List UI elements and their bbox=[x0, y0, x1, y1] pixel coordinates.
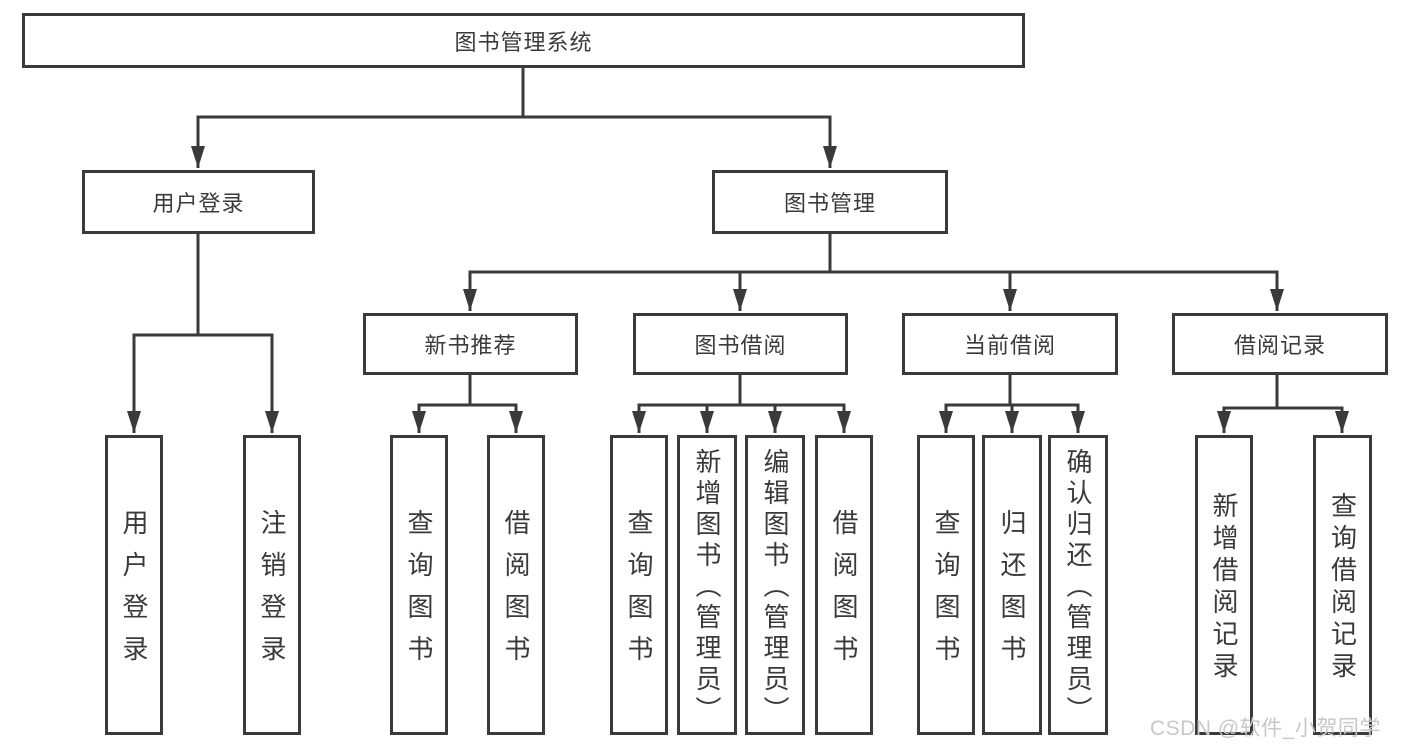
leaf-borrow-books-recommend: 借阅图书 bbox=[487, 435, 545, 735]
leaf-query-books-borrow-label: 查询图书 bbox=[624, 509, 654, 677]
node-borrow-records-label: 借阅记录 bbox=[1233, 333, 1326, 358]
node-library-management-system: 图书管理系统 bbox=[22, 13, 1025, 68]
node-current-borrow: 当前借阅 bbox=[902, 313, 1118, 375]
node-user-login: 用户登录 bbox=[82, 170, 315, 234]
leaf-add-book-admin: 新增图书（管理员） bbox=[677, 435, 737, 735]
leaf-add-book-admin-label: 新增图书（管理员） bbox=[692, 448, 722, 727]
node-current-borrow-label: 当前借阅 bbox=[963, 333, 1056, 358]
leaf-query-books-recommend-label: 查询图书 bbox=[404, 509, 434, 677]
leaf-query-books-current-label: 查询图书 bbox=[931, 509, 961, 677]
node-library-management-system-label: 图书管理系统 bbox=[454, 29, 593, 55]
node-book-management: 图书管理 bbox=[712, 170, 948, 234]
node-new-book-recommend-label: 新书推荐 bbox=[424, 333, 517, 358]
leaf-borrow-books-label: 借阅图书 bbox=[829, 509, 859, 677]
leaf-logout: 注销登录 bbox=[243, 435, 301, 735]
node-borrow-records: 借阅记录 bbox=[1172, 313, 1388, 375]
csdn-watermark: CSDN @软件_小贺同学 bbox=[1150, 717, 1381, 740]
connector-group bbox=[127, 66, 1349, 433]
leaf-edit-book-admin-label: 编辑图书（管理员） bbox=[760, 448, 790, 727]
leaf-query-borrow-record: 查询借阅记录 bbox=[1313, 435, 1372, 735]
leaf-edit-book-admin: 编辑图书（管理员） bbox=[745, 435, 805, 735]
leaf-confirm-return-admin-label: 确认归还（管理员） bbox=[1063, 448, 1093, 727]
node-book-management-label: 图书管理 bbox=[783, 191, 876, 216]
leaf-logout-label: 注销登录 bbox=[257, 509, 287, 677]
node-book-borrow-label: 图书借阅 bbox=[694, 333, 787, 358]
node-book-borrow: 图书借阅 bbox=[633, 313, 848, 375]
leaf-query-books-recommend: 查询图书 bbox=[390, 435, 448, 735]
leaf-add-borrow-record-label: 新增借阅记录 bbox=[1209, 492, 1239, 684]
leaf-add-borrow-record: 新增借阅记录 bbox=[1195, 435, 1253, 735]
leaf-borrow-books: 借阅图书 bbox=[815, 435, 873, 735]
leaf-borrow-books-recommend-label: 借阅图书 bbox=[501, 509, 531, 677]
node-user-login-label: 用户登录 bbox=[152, 191, 245, 216]
leaf-user-login: 用户登录 bbox=[105, 435, 163, 735]
leaf-return-books: 归还图书 bbox=[982, 435, 1042, 735]
leaf-query-books-current: 查询图书 bbox=[917, 435, 975, 735]
leaf-user-login-label: 用户登录 bbox=[119, 509, 149, 677]
leaf-query-borrow-record-label: 查询借阅记录 bbox=[1327, 492, 1358, 684]
node-new-book-recommend: 新书推荐 bbox=[363, 313, 578, 375]
leaf-return-books-label: 归还图书 bbox=[997, 509, 1027, 677]
leaf-query-books-borrow: 查询图书 bbox=[610, 435, 668, 735]
leaf-confirm-return-admin: 确认归还（管理员） bbox=[1048, 435, 1108, 735]
